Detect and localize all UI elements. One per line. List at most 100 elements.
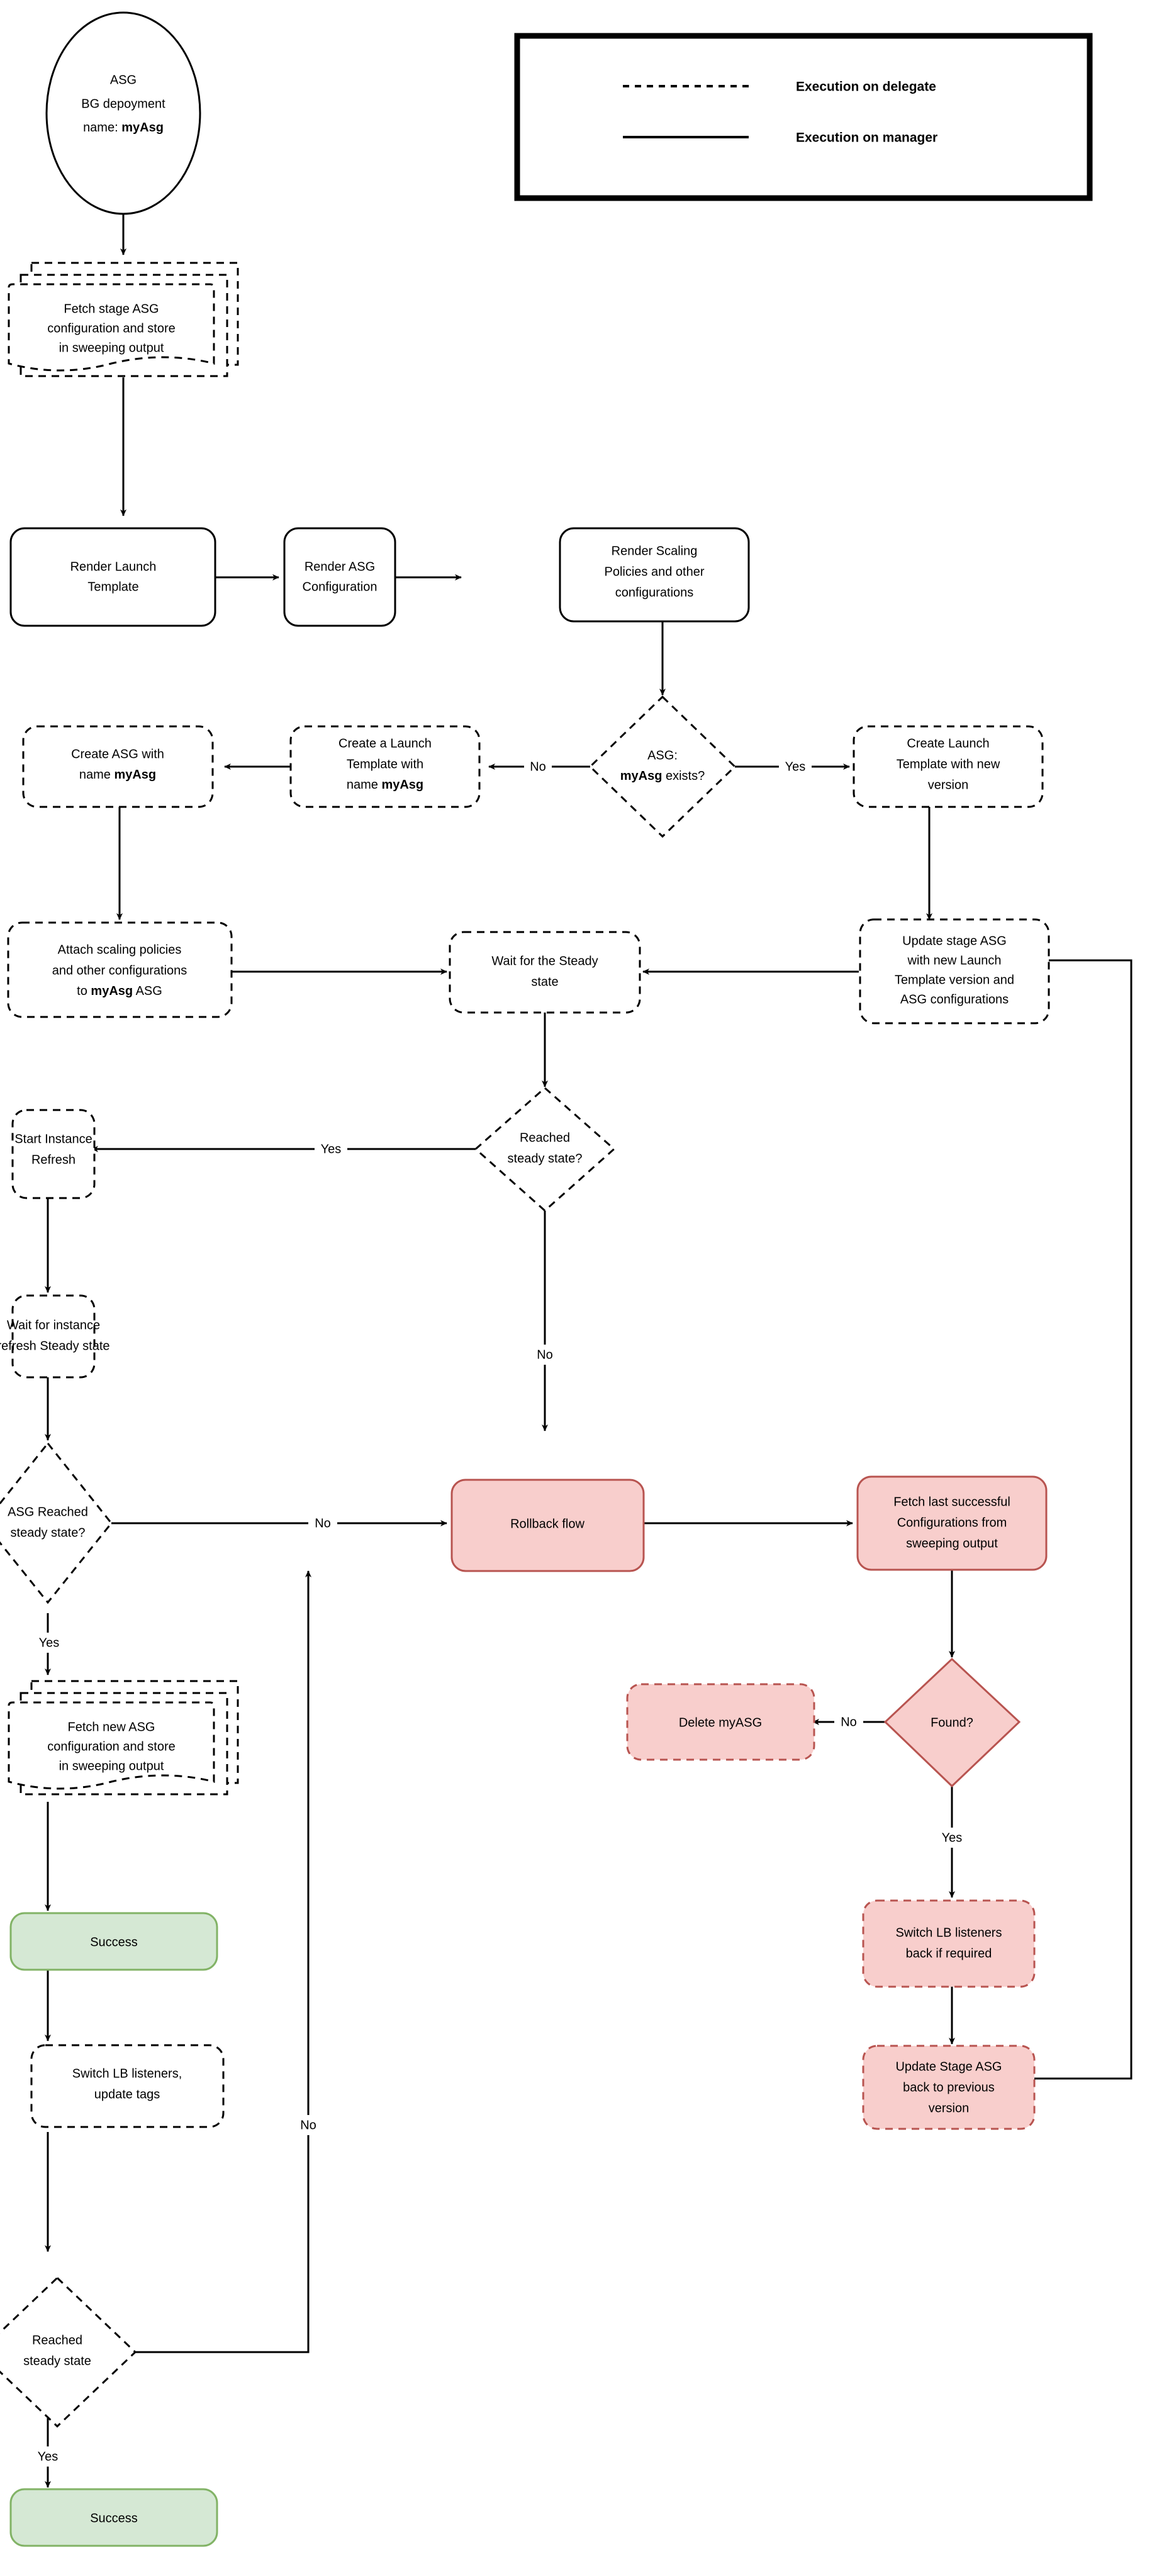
node-switch-lb-line2: update tags (94, 2087, 160, 2101)
node-render-scaling-line2: Policies and other (605, 565, 705, 579)
node-reached-steady-state-decision[interactable]: Reached steady state? (474, 1087, 616, 1213)
node-asg-reached-steady-state-decision[interactable]: ASG Reached steady state? (0, 1441, 113, 1604)
node-start-line1: ASG (110, 73, 137, 87)
edge-labels: No Yes Yes No No Yes No Yes No Yes (31, 757, 968, 2467)
node-create-lt-name-line2: Template with (347, 757, 423, 771)
node-found-decision[interactable]: Found? (883, 1657, 1021, 1788)
node-switch-lb-listeners-back[interactable]: Switch LB listeners back if required (862, 1899, 1036, 1988)
node-wait-for-steady-state[interactable]: Wait for the Steady state (449, 931, 641, 1014)
node-render-asg-configuration[interactable]: Render ASG Configuration (283, 527, 396, 627)
node-create-asg-line1: Create ASG with (71, 747, 164, 761)
node-fetch-new-line2: configuration and store (47, 1740, 175, 1753)
node-start-refresh-line1: Start Instance (14, 1132, 92, 1146)
node-delete-myasg-label: Delete myASG (679, 1716, 762, 1729)
node-fetch-new-line1: Fetch new ASG (68, 1720, 155, 1734)
node-success-primary[interactable]: Success (9, 1912, 218, 1971)
node-create-asg-line2: name myAsg (79, 768, 156, 782)
node-asg-exists-line2: myAsg exists? (620, 769, 705, 783)
node-create-lt-new-line2: Template with new (897, 757, 1000, 771)
edge-label-found-no: No (841, 1715, 857, 1729)
node-start-instance-refresh[interactable]: Start Instance Refresh (11, 1109, 96, 1199)
node-asg-reached-line2: steady state? (11, 1526, 86, 1540)
node-start[interactable]: ASG BG depoyment name: myAsg (45, 11, 201, 215)
edge-reached-steady2-no (120, 1570, 311, 2353)
node-start-refresh-line2: Refresh (31, 1153, 75, 1167)
node-fetch-stage-line3: in sweeping output (59, 341, 164, 355)
node-update-stage-line1: Update stage ASG (902, 934, 1007, 948)
edge-label-reached-steady2-yes: Yes (38, 2450, 59, 2463)
node-render-scaling-line3: configurations (615, 586, 694, 599)
node-update-stage-back-line3: version (929, 2101, 969, 2115)
node-fetch-last-line2: Configurations from (897, 1516, 1007, 1530)
node-success1-label: Success (90, 1935, 138, 1949)
node-fetch-new-line3: in sweeping output (59, 1759, 164, 1773)
node-fetch-last-successful-config[interactable]: Fetch last successful Configurations fro… (856, 1475, 1048, 1571)
node-reached-steady-line2: steady state? (508, 1152, 583, 1165)
node-render-launch-template[interactable]: Render Launch Template (9, 527, 216, 627)
node-render-scaling-policies[interactable]: Render Scaling Policies and other config… (559, 527, 750, 623)
node-switch-lb-back-line1: Switch LB listeners (896, 1926, 1002, 1940)
edge-label-reached-steady2-no: No (300, 2118, 316, 2132)
node-fetch-stage-line2: configuration and store (47, 321, 175, 335)
edge-label-reached-steady-yes: Yes (321, 1142, 342, 1156)
node-fetch-stage-line1: Fetch stage ASG (64, 302, 159, 316)
node-success-final[interactable]: Success (9, 2488, 218, 2547)
node-attach-scaling-policies[interactable]: Attach scaling policies and other config… (7, 921, 233, 1018)
node-update-stage-line2: with new Launch (907, 953, 1002, 967)
node-switch-lb-line1: Switch LB listeners, (72, 2067, 182, 2080)
node-attach-line3: to myAsg ASG (77, 984, 162, 998)
node-create-launch-template-new-version[interactable]: Create Launch Template with new version (853, 725, 1044, 808)
node-render-lt-line1: Render Launch (70, 560, 157, 574)
node-fetch-last-line1: Fetch last successful (893, 1495, 1010, 1509)
node-wait-refresh-line1: Wait for instance (7, 1318, 100, 1332)
legend-label-manager: Execution on manager (796, 131, 937, 145)
node-delete-myasg[interactable]: Delete myASG (626, 1683, 815, 1761)
node-success2-label: Success (90, 2511, 138, 2525)
edge-label-asg-exists-no: No (530, 760, 546, 774)
node-create-lt-new-line1: Create Launch (907, 736, 989, 750)
node-create-launch-template-named[interactable]: Create a Launch Template with name myAsg (289, 725, 481, 808)
node-asg-exists-line1: ASG: (647, 748, 678, 762)
node-wait-steady-line2: state (531, 975, 558, 989)
node-fetch-last-line3: sweeping output (906, 1536, 998, 1550)
edge-label-asg-reached-yes: Yes (39, 1636, 60, 1650)
node-switch-lb-back-line2: back if required (906, 1946, 992, 1960)
node-wait-for-instance-refresh[interactable]: Wait for instance refresh Steady state (0, 1294, 109, 1379)
node-update-stage-line4: ASG configurations (900, 992, 1009, 1006)
node-asg-exists-decision[interactable]: ASG: myAsg exists? (588, 695, 737, 838)
node-render-asg-line2: Configuration (303, 580, 377, 594)
edge-label-reached-steady-no: No (537, 1348, 553, 1362)
node-asg-reached-line1: ASG Reached (8, 1505, 88, 1519)
node-fetch-stage-asg[interactable]: Fetch stage ASG configuration and store … (8, 262, 239, 377)
node-start-line3: name: myAsg (83, 121, 164, 135)
legend: Execution on delegate Execution on manag… (514, 33, 1093, 201)
node-update-stage-back-line1: Update Stage ASG (895, 2060, 1002, 2074)
edge-label-asg-exists-yes: Yes (785, 760, 806, 774)
node-fetch-new-asg-config[interactable]: Fetch new ASG configuration and store in… (8, 1680, 239, 1796)
edge-update-stage-back-loop (1007, 957, 1132, 2080)
node-update-stage-line3: Template version and (895, 973, 1014, 987)
node-create-lt-name-line3: name myAsg (347, 778, 423, 792)
node-update-stage-asg-back[interactable]: Update Stage ASG back to previous versio… (862, 2045, 1036, 2130)
node-found-label: Found? (931, 1716, 973, 1729)
node-reached-steady2-line2: steady state (23, 2354, 91, 2368)
node-start-line2: BG depoyment (81, 97, 165, 111)
node-wait-steady-line1: Wait for the Steady (491, 954, 598, 968)
node-create-lt-new-line3: version (928, 778, 968, 792)
edge-label-found-yes: Yes (942, 1831, 963, 1845)
node-switch-lb-listeners[interactable]: Switch LB listeners, update tags (30, 2044, 225, 2128)
node-rollback-flow[interactable]: Rollback flow (450, 1479, 645, 1572)
edges (45, 214, 1132, 2488)
node-render-lt-line2: Template (87, 580, 138, 594)
node-attach-line2: and other configurations (52, 963, 187, 977)
node-create-asg[interactable]: Create ASG with name myAsg (22, 725, 214, 808)
node-render-scaling-line1: Render Scaling (612, 544, 698, 558)
node-update-stage-back-line2: back to previous (903, 2080, 995, 2094)
legend-label-delegate: Execution on delegate (796, 80, 936, 94)
node-update-stage-asg[interactable]: Update stage ASG with new Launch Templat… (859, 918, 1050, 1024)
node-reached-steady-line1: Reached (520, 1131, 570, 1145)
node-reached-steady-state-final-decision[interactable]: Reached steady state (0, 2276, 137, 2428)
node-wait-refresh-line2: refresh Steady state (0, 1339, 109, 1353)
node-render-asg-line1: Render ASG (305, 560, 375, 574)
